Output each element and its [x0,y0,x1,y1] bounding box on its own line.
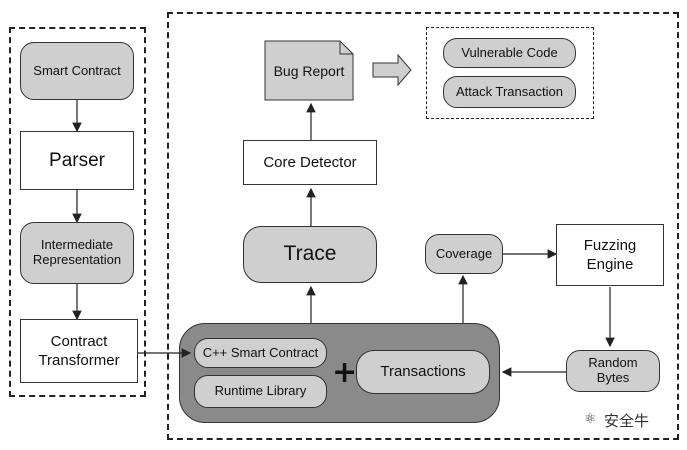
vulnerable-code-node: Vulnerable Code [443,38,576,68]
parser-node: Parser [20,131,134,190]
runtime-library-node: Runtime Library [194,375,327,408]
bug-report-shape [264,40,354,101]
coverage-node: Coverage [425,234,503,274]
trace-node: Trace [243,226,377,283]
block-arrow [372,53,412,87]
attack-transaction-node: Attack Transaction [443,76,576,108]
engine-frame [167,12,679,440]
contract-transformer-node: Contract Transformer [20,319,138,383]
watermark-text: 安全牛 [604,412,650,430]
output-frame [426,27,594,119]
plus-sign: + [332,355,358,390]
random-bytes-node: Random Bytes [566,350,660,392]
core-detector-node: Core Detector [243,140,377,185]
fuzzing-engine-node: Fuzzing Engine [556,224,664,286]
intermediate-representation-node: Intermediate Representation [20,222,134,284]
bug-report-label: Bug Report [273,62,345,79]
smart-contract-node: Smart Contract [20,42,134,100]
cpp-smart-contract-node: C++ Smart Contract [194,338,327,368]
bug-report-fold [339,41,353,55]
transactions-node: Transactions [356,350,490,394]
watermark-logo-icon: ⚛ [584,411,597,427]
frontend-frame [9,27,146,397]
